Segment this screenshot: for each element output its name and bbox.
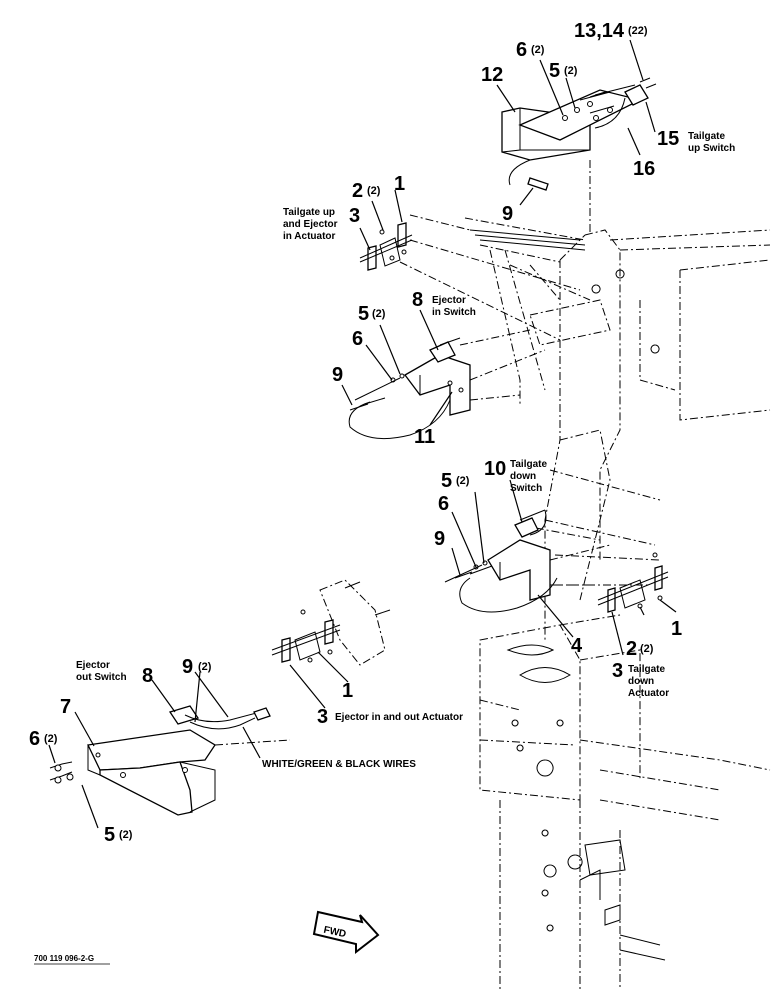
label-tailgate-up-actuator-3: in Actuator — [283, 231, 336, 242]
callout-numbers: 13,14 (22) 6 (2) 5 (2) 12 15 16 9 2 (2) … — [29, 20, 682, 846]
callout-qty: (2) — [119, 829, 133, 841]
callout-9-lower: 9 — [434, 528, 445, 550]
callout-4: 4 — [571, 635, 583, 657]
label-tailgate-up-switch-1: Tailgate — [688, 131, 725, 142]
switch-bracket-11 — [404, 354, 471, 416]
callout-3-top: 3 — [349, 205, 360, 227]
callout-7: 7 — [60, 696, 71, 718]
callout-qty: (2) — [44, 733, 58, 745]
forward-arrow-icon: FWD — [312, 910, 380, 955]
callout-15: 15 — [657, 128, 679, 150]
callout-9-mid: 9 — [332, 364, 343, 386]
callout-5-mid: 5 — [358, 303, 369, 325]
callout-2-right: 2 — [626, 638, 637, 660]
label-ejector-in-out-actuator: Ejector in and out Actuator — [335, 712, 463, 723]
label-tailgate-up-actuator-1: Tailgate up — [283, 207, 335, 218]
callout-6-lower: 6 — [438, 493, 449, 515]
callout-9-bottom: 9 — [182, 656, 193, 678]
callout-6-mid: 6 — [352, 328, 363, 350]
callout-5-bottom: 5 — [104, 824, 115, 846]
callout-qty-22: (22) — [628, 25, 648, 37]
part-labels: Tailgate up Switch Tailgate up and Eject… — [76, 131, 735, 770]
tailgate-up-ejector-in-actuator-assembly — [359, 214, 581, 341]
callout-qty: (2) — [456, 475, 470, 487]
label-tailgate-down-switch-3: Switch — [510, 483, 542, 494]
callout-1-bottom: 1 — [342, 680, 353, 702]
label-ejector-out-switch-1: Ejector — [76, 660, 110, 671]
callout-5-lower: 5 — [441, 470, 452, 492]
callout-3-bottom: 3 — [317, 706, 328, 728]
fwd-label: FWD — [322, 925, 347, 940]
label-wires: WHITE/GREEN & BLACK WIRES — [262, 759, 416, 770]
callout-qty: (2) — [367, 185, 381, 197]
switch-bracket-4 — [487, 539, 551, 601]
label-tailgate-down-actuator-3: Actuator — [628, 688, 669, 699]
callout-13-14: 13,14 — [574, 20, 625, 42]
callout-3-right: 3 — [612, 660, 623, 682]
callout-qty: (2) — [198, 661, 212, 673]
label-tailgate-up-actuator-2: and Ejector — [283, 219, 338, 230]
callout-8-bottom: 8 — [142, 665, 153, 687]
switch-bracket-7 — [87, 729, 216, 771]
label-ejector-in-switch-1: Ejector — [432, 295, 466, 306]
drawing-number: 700 119 096-2-G — [34, 954, 94, 963]
tailgate-down-switch-assembly — [444, 509, 611, 613]
label-tailgate-down-switch-1: Tailgate — [510, 459, 547, 470]
baler-frame — [459, 217, 771, 990]
callout-2-top: 2 — [352, 180, 363, 202]
callout-10: 10 — [484, 458, 506, 480]
ejector-in-switch-assembly — [348, 337, 546, 440]
label-tailgate-up-switch-2: up Switch — [688, 143, 735, 154]
callout-12: 12 — [481, 64, 503, 86]
label-tailgate-down-actuator-2: down — [628, 676, 654, 687]
callout-9-top: 9 — [502, 203, 513, 225]
label-tailgate-down-actuator-1: Tailgate — [628, 664, 665, 675]
callout-qty: (2) — [531, 44, 545, 56]
wire-connector — [527, 177, 549, 191]
callout-11: 11 — [414, 426, 435, 448]
label-ejector-out-switch-2: out Switch — [76, 672, 127, 683]
tailgate-up-switch-assembly — [501, 77, 657, 235]
callout-qty: (2) — [372, 308, 386, 320]
callout-qty: (2) — [564, 65, 578, 77]
callout-5-top: 5 — [549, 60, 560, 82]
ejector-in-out-actuator-assembly — [271, 579, 391, 666]
callout-8-mid: 8 — [412, 289, 423, 311]
ejector-out-switch-assembly — [49, 705, 291, 816]
leader-lines — [48, 39, 677, 829]
callout-1-top: 1 — [394, 173, 405, 195]
label-ejector-in-switch-2: in Switch — [432, 307, 476, 318]
callout-16: 16 — [633, 158, 655, 180]
callout-6-bottom: 6 — [29, 728, 40, 750]
label-tailgate-down-switch-2: down — [510, 471, 536, 482]
callout-1-right: 1 — [671, 618, 682, 640]
callout-qty: (2) — [640, 643, 654, 655]
callout-6-top: 6 — [516, 39, 527, 61]
tailgate-down-actuator-assembly — [597, 552, 669, 613]
switch-15 — [624, 84, 649, 106]
